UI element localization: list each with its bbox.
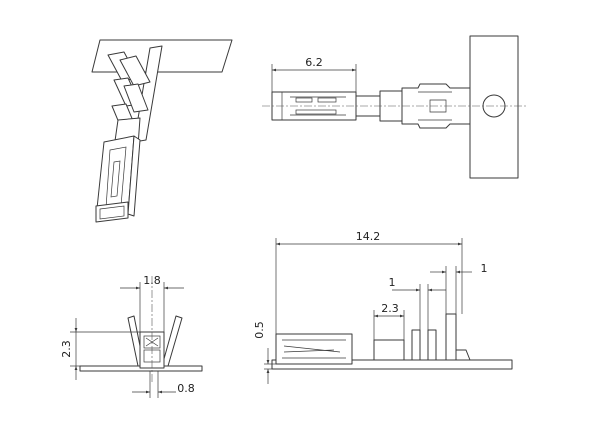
dim-label-0-5: 0.5 (253, 321, 266, 339)
isometric-view (91, 39, 233, 223)
dim-label-0-8: 0.8 (177, 382, 195, 395)
dim-label-2-3-side: 2.3 (381, 302, 399, 315)
dim-label-1-right: 1 (481, 262, 488, 275)
dimension-pitch-right: 1 (430, 262, 488, 314)
dimension-overall-length: 14.2 (275, 230, 463, 334)
dimension-front-width: 1.8 (120, 274, 184, 332)
dimension-step: 2.3 (373, 302, 405, 340)
dimension-front-height: 2.3 (60, 318, 140, 380)
dimension-top-length: 6.2 (271, 56, 357, 92)
dimension-pitch-left: 1 (389, 276, 446, 330)
dim-label-2-3-front: 2.3 (60, 340, 73, 358)
dim-label-1-left: 1 (389, 276, 396, 289)
dim-label-1-8: 1.8 (143, 274, 161, 287)
dim-label-6-2: 6.2 (305, 56, 323, 69)
dimension-height-offset: 0.5 (253, 321, 276, 384)
top-view (262, 35, 528, 179)
dimension-front-thickness: 0.8 (132, 371, 195, 398)
dim-label-14-2: 14.2 (356, 230, 381, 243)
side-view (271, 313, 513, 370)
front-view (79, 276, 203, 382)
